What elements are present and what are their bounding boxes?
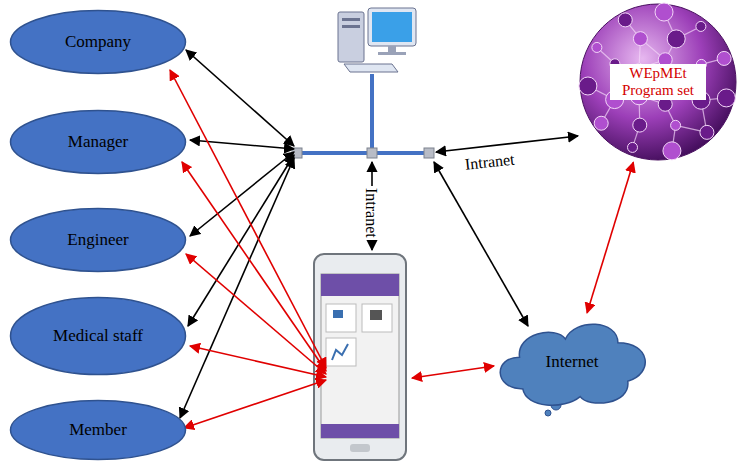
data-link-arrow [587,162,633,313]
ellipse-shape [11,209,186,272]
ellipse-shape [11,401,186,460]
user-role-ellipse: Medical staff [9,296,187,376]
sphere-shape [580,4,736,160]
program-set-sphere: WEpMEt Program set [578,2,738,162]
cloud-bubble [545,410,551,416]
ellipse-shape [11,111,186,174]
cloud-shape [500,324,645,405]
node-label: Engineer [67,230,128,250]
network-mesh [579,3,735,160]
node-label: Company [65,32,131,52]
user-role-ellipse: Engineer [9,207,187,273]
smartphone-icon [314,254,406,460]
node-label: Medical staff [53,326,143,346]
link-label: Intranet [362,186,380,240]
user-role-ellipse: Company [9,9,187,75]
computer-icon [338,8,416,72]
node-label: Internet [546,352,599,372]
node-label: Member [69,420,127,440]
node-label: WEpMEt Program set [610,64,706,101]
link-label: Intranet [462,150,517,173]
ellipse-shape [11,11,186,74]
ellipse-shape [11,298,186,375]
node-label: Manager [68,132,128,152]
internet-cloud: Internet [490,314,654,410]
user-role-ellipse: Member [9,399,187,461]
user-role-ellipse: Manager [9,109,187,175]
network-bus [292,74,434,158]
mobile-links [170,70,494,428]
